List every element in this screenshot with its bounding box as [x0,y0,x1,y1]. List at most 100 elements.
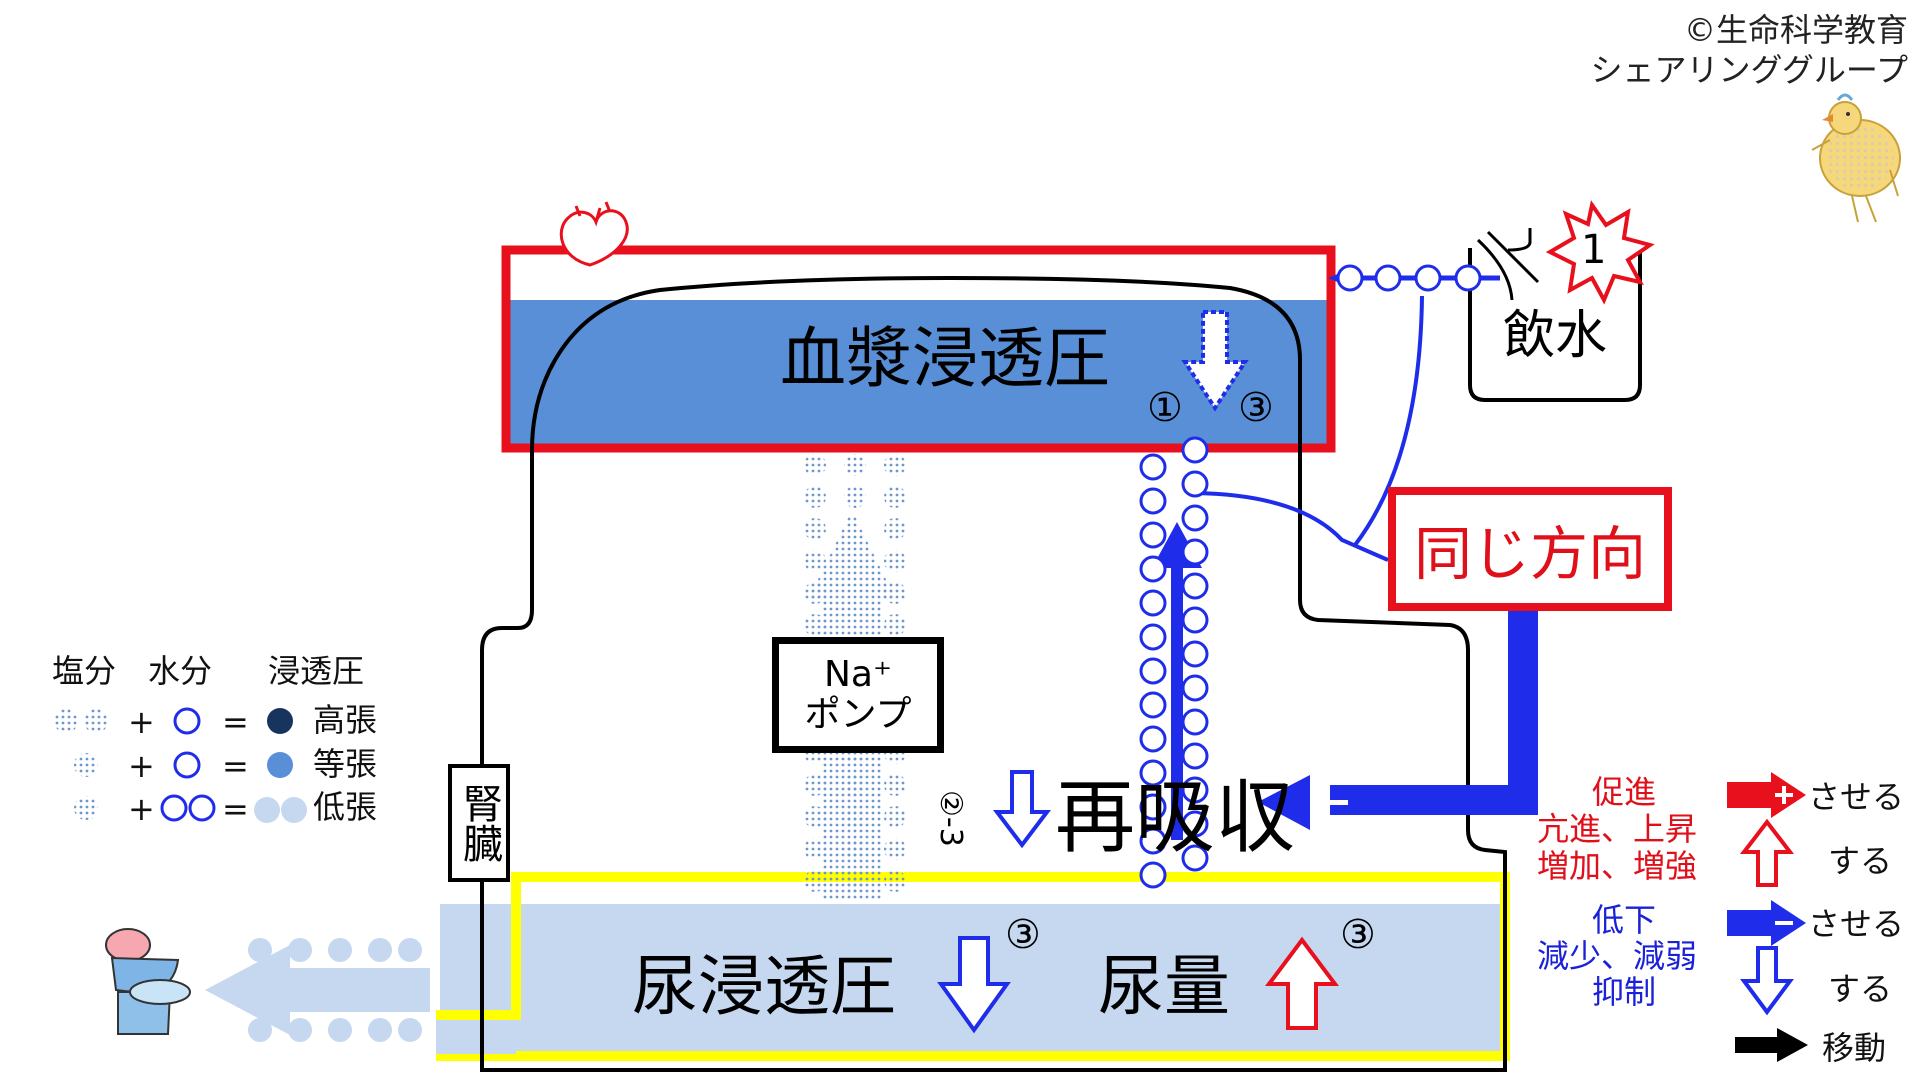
plasma-osmotic-label: 血漿浸透圧 [780,320,1110,397]
water-bubble [1181,470,1209,498]
water-bubble [1181,810,1209,838]
drink-bubble [1454,264,1482,292]
credit-line-2: シェアリンググループ [1590,51,1908,89]
salt-dot [804,774,826,796]
salt-dot [844,774,866,796]
outflow-bubble [288,1018,312,1042]
outflow-arrowhead [205,945,290,1035]
key-decrease-2: 減少、減弱 [1537,937,1698,975]
urine-vol-step-3: ③ [1340,912,1376,958]
salt-dot [844,806,866,828]
salt-dot [804,486,826,508]
na-pump-label: ポンプ [804,694,912,735]
water-bubble [1181,640,1209,668]
salt-dot [884,550,906,572]
water-bubble [1181,776,1209,804]
outflow-bubble [328,938,352,962]
urine-volume-label: 尿量 [1098,948,1230,1025]
water-bubble [1139,589,1167,617]
salt-dot [884,582,906,604]
legend-iso: 等張 [313,745,378,783]
same-direction-label: 同じ方向 [1413,520,1646,588]
salt-dot [884,870,906,892]
na-pump-box: Na⁺ ポンプ [772,637,944,753]
reabsorb-label: 再吸収 [1055,771,1295,864]
legend-plus-3: + [128,790,155,828]
salt-dot [804,454,826,476]
legend-eq-1: = [222,703,249,741]
salt-dot [884,774,906,796]
salt-dot [804,806,826,828]
plasma-step-3: ③ [1238,385,1274,431]
water-bubble [1181,504,1209,532]
step-2-3-label: ②-3 [933,790,968,847]
reabsorb-flow-line [1330,600,1538,815]
water-bubble [1139,725,1167,753]
key-promote-3: 増加、増強 [1537,847,1698,885]
water-bubble [1181,742,1209,770]
star-number: 1 [1581,227,1607,273]
water-bubble [1139,861,1167,889]
salt-dot [804,550,826,572]
water-bubble [1139,759,1167,787]
salt-dot [844,870,866,892]
salt-dot [804,614,826,636]
chick-icon [1811,93,1901,223]
salt-dot [884,806,906,828]
salt-dot [884,454,906,476]
water-bubble [1139,623,1167,651]
key-arrows [1727,772,1808,1062]
drink-label: 飲水 [1503,306,1608,366]
key-promote-2: 亢進、上昇 [1537,810,1698,848]
water-bubble [1139,555,1167,583]
legend-water: 水分 [148,652,213,690]
urine-tube-yellow [436,872,1510,1061]
salt-dot [844,838,866,860]
same-direction-box: 同じ方向 [1388,487,1672,611]
salt-dot [884,518,906,540]
plasma-box-border [501,245,1336,453]
outflow-bubble [248,938,272,962]
kidney-label: 腎臓 [456,783,502,863]
key-decrease-3: 抑制 [1592,973,1657,1011]
kidney-outline [480,275,1507,1072]
water-bubble [1181,538,1209,566]
outflow-bubble [328,1018,352,1042]
salt-dot [804,870,826,892]
outflow-bubble [248,1018,272,1042]
outflow-shaft [290,968,430,1012]
legend-eq-2: = [222,747,249,785]
legend-osm: 浸透圧 [268,652,365,690]
water-bubble [1139,657,1167,685]
legend-low: 低張 [313,788,378,826]
urine-osmotic-label: 尿浸透圧 [632,948,896,1025]
star-burst [1545,200,1655,305]
salt-dot [804,518,826,540]
drink-bubble [1336,264,1364,292]
outflow-bubble [368,1018,392,1042]
water-bubble [1181,436,1209,464]
connector-curve-2 [1195,491,1389,562]
key-promote: 促進 [1592,773,1657,811]
key-make-promote: させる [1808,778,1905,816]
reabsorb-flow-arrowhead [1258,775,1310,830]
water-bubble [1139,453,1167,481]
key-move: 移動 [1822,1029,1887,1067]
water-bubble [1139,691,1167,719]
salt-dot [884,614,906,636]
reabsorb-down-arrow [992,770,1052,849]
water-bubble [1181,844,1209,872]
urine-osm-step-3: ③ [1005,912,1041,958]
water-bubble [1139,793,1167,821]
legend-plus-1: + [128,703,155,741]
key-make-decrease: させる [1808,905,1905,943]
outflow-bubble [398,938,422,962]
key-decrease: 低下 [1592,901,1657,939]
heart-icon [559,201,629,267]
drink-cup-glass [1476,228,1540,301]
legend-plus-2: + [128,747,155,785]
water-bubble [1139,487,1167,515]
water-bubble [1139,827,1167,855]
salt-dot [884,838,906,860]
